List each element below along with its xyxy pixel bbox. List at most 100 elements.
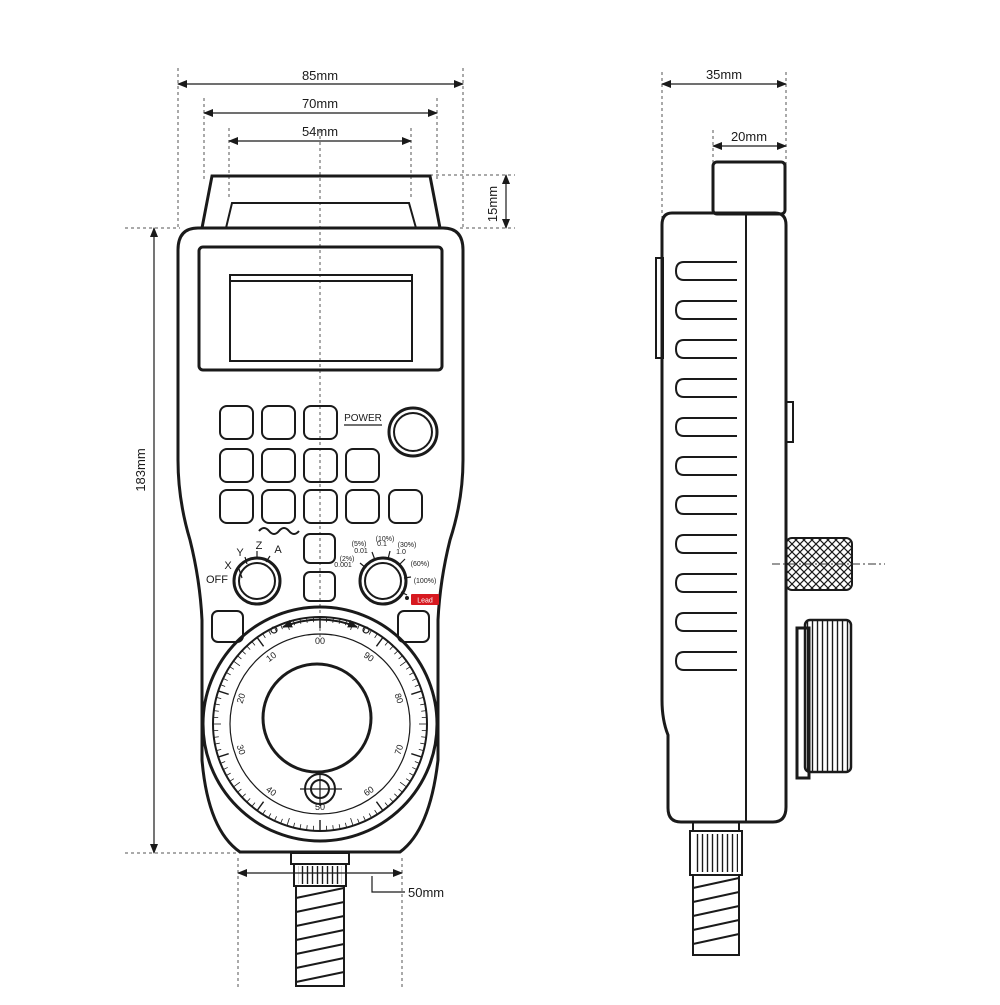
- key-r3-1[interactable]: [220, 490, 253, 523]
- grip-slot: [676, 379, 737, 397]
- side-handle: [713, 162, 785, 214]
- power-button-ring: [389, 408, 437, 456]
- dial-tick: [247, 798, 250, 802]
- dial-tick: [375, 810, 378, 814]
- dial-tick: [411, 754, 421, 757]
- dial-tick: [287, 818, 289, 826]
- dial-tick: [218, 754, 228, 757]
- dial-tick: [257, 637, 263, 646]
- step-01-label: 0.01: [354, 548, 368, 555]
- side-view: 35mm 20mm: [656, 67, 885, 955]
- step-2-label: (2%): [340, 556, 355, 563]
- dim-85mm: 85mm: [302, 68, 338, 83]
- dial-tick: [394, 651, 398, 654]
- power-label: POWER: [344, 413, 382, 424]
- power-button[interactable]: [394, 413, 432, 451]
- dial-tick: [223, 767, 228, 769]
- dial-tick: [223, 678, 228, 680]
- handwheel-hub[interactable]: [263, 664, 371, 772]
- grip-slot: [676, 262, 737, 280]
- dial-tick: [400, 782, 406, 787]
- dial-tick: [268, 813, 270, 817]
- dial-tick: [363, 816, 365, 821]
- key-right-small[interactable]: [398, 611, 429, 642]
- side-cable-coil: [693, 875, 739, 955]
- key-r3-4[interactable]: [346, 490, 379, 523]
- key-r1-1[interactable]: [220, 406, 253, 439]
- dial-tick: [385, 642, 388, 646]
- grip-slots: [676, 262, 737, 670]
- axis-z-label: Z: [256, 540, 263, 552]
- key-r3-3[interactable]: [304, 490, 337, 523]
- dial-tick: [406, 779, 410, 782]
- dial-label: 70: [393, 743, 406, 756]
- dial-tick: [399, 656, 403, 659]
- dial-tick: [376, 802, 382, 811]
- dim-15mm: 15mm: [485, 186, 500, 222]
- dial-tick: [411, 691, 421, 694]
- step-001-label: 0.001: [334, 562, 352, 569]
- dial-tick: [376, 637, 382, 646]
- dial-tick: [238, 789, 242, 792]
- dial-tick: [263, 810, 266, 814]
- dial-tick: [400, 661, 406, 666]
- axis-y-label: Y: [236, 547, 244, 559]
- dial-tick: [218, 691, 228, 694]
- dial-tick: [369, 813, 371, 817]
- dial-tick: [412, 767, 417, 769]
- axis-selector-knob[interactable]: [234, 558, 280, 604]
- grip-slot: [676, 340, 737, 358]
- dial-label: 00: [315, 636, 325, 646]
- dial-tick: [230, 667, 234, 670]
- axis-x-label: X: [224, 560, 232, 572]
- dial-tick: [238, 656, 242, 659]
- dial-tick: [412, 678, 417, 680]
- dial-tick: [390, 798, 393, 802]
- dial-tick: [268, 630, 270, 634]
- dial-tick: [409, 773, 413, 775]
- dial-tick: [247, 646, 250, 650]
- dial-tick: [252, 803, 255, 807]
- dial-tick: [390, 646, 393, 650]
- side-body: [662, 213, 786, 822]
- key-r1-3[interactable]: [304, 406, 337, 439]
- dial-tick: [257, 802, 263, 811]
- dial-tick: [351, 818, 353, 826]
- dim-50mm: 50mm: [408, 885, 444, 900]
- grip-slot: [676, 496, 737, 514]
- display-bezel: [199, 247, 442, 370]
- key-left-small[interactable]: [212, 611, 243, 642]
- axis-a-label: A: [274, 544, 282, 556]
- dial-label: 20: [235, 692, 248, 705]
- key-r3-5[interactable]: [389, 490, 422, 523]
- key-r2-2[interactable]: [262, 449, 295, 482]
- key-r1-2[interactable]: [262, 406, 295, 439]
- dial-tick: [375, 634, 378, 638]
- step-5-label: (5%): [352, 541, 367, 548]
- lcd-screen: [230, 275, 412, 361]
- key-r2-1[interactable]: [220, 449, 253, 482]
- key-r3-2[interactable]: [262, 490, 295, 523]
- dial-tick: [252, 642, 255, 646]
- dial-tick: [385, 803, 388, 807]
- dim-35mm: 35mm: [706, 67, 742, 82]
- cable-coil: [296, 886, 344, 986]
- dial-tick: [263, 634, 266, 638]
- dial-tick: [369, 630, 371, 634]
- dim-54mm: 54mm: [302, 124, 338, 139]
- dial-tick: [242, 794, 246, 797]
- key-r2-4[interactable]: [346, 449, 379, 482]
- key-r2-3[interactable]: [304, 449, 337, 482]
- dial-tick: [409, 672, 413, 674]
- grip-slot: [676, 535, 737, 553]
- dial-tick: [226, 672, 230, 674]
- grip-slot: [676, 418, 737, 436]
- dim-70mm: 70mm: [302, 96, 338, 111]
- step-10-label: (10%): [376, 536, 395, 543]
- grip-slot: [676, 613, 737, 631]
- dial-tick: [226, 773, 230, 775]
- grip-slot: [676, 652, 737, 670]
- step-60-label: (60%): [411, 561, 430, 568]
